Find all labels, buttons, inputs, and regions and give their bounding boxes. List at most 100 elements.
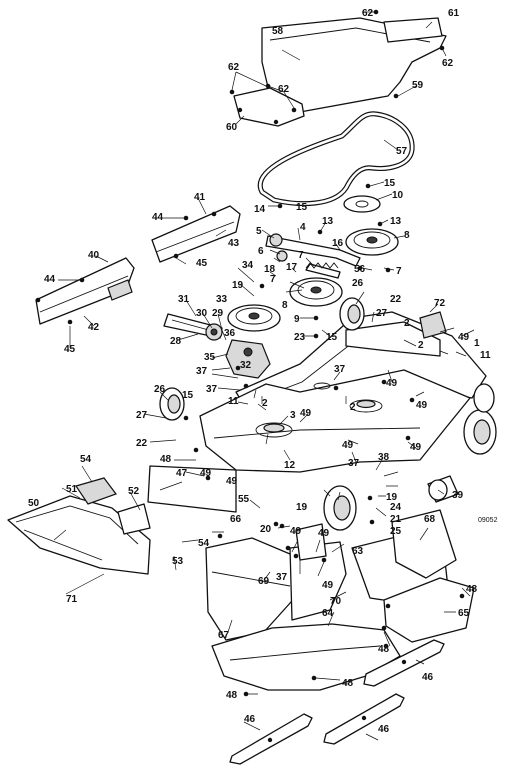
mounting-bracket (295, 523, 327, 561)
callout-60: 60 (226, 122, 238, 133)
spindle-pulley-left (227, 304, 281, 332)
callout-19: 19 (386, 492, 398, 503)
callout-49: 49 (322, 580, 334, 591)
caster-wheel-right (463, 383, 497, 455)
callout-72: 72 (434, 298, 446, 309)
callout-41: 41 (194, 192, 206, 203)
callout-3: 3 (290, 410, 296, 421)
callout-62: 62 (362, 8, 374, 19)
callout-28: 28 (170, 336, 182, 347)
callout-45: 45 (64, 344, 76, 355)
callout-29: 29 (212, 308, 224, 319)
callout-23: 23 (294, 332, 306, 343)
callout-18: 18 (264, 264, 276, 275)
callout-35: 35 (204, 352, 216, 363)
side-shield-upper (151, 205, 241, 263)
callout-5: 5 (256, 226, 262, 237)
baffle-far-right (391, 509, 457, 579)
callout-17: 17 (286, 262, 298, 273)
callout-58: 58 (272, 26, 284, 37)
callout-15: 15 (182, 390, 194, 401)
callout-49: 49 (200, 468, 212, 479)
callout-45: 45 (196, 258, 208, 269)
callout-68: 68 (424, 514, 436, 525)
callout-37: 37 (348, 458, 360, 469)
callout-49: 49 (318, 528, 330, 539)
leader-lines (53, 11, 475, 741)
callout-49: 49 (226, 476, 238, 487)
callout-44: 44 (44, 274, 56, 285)
callout-30: 30 (196, 308, 208, 319)
callout-15: 15 (326, 332, 338, 343)
hardware-fasteners (35, 9, 465, 697)
callout-40: 40 (88, 250, 100, 261)
callout-2: 2 (404, 318, 410, 329)
callout-7: 7 (270, 274, 276, 285)
callout-48: 48 (466, 584, 478, 595)
cover-flap (383, 17, 443, 43)
callout-37: 37 (276, 572, 288, 583)
callout-16: 16 (332, 238, 344, 249)
discharge-chute (7, 477, 151, 575)
spindle-pulley-right (345, 228, 399, 256)
callout-48: 48 (160, 454, 172, 465)
callout-46: 46 (244, 714, 256, 725)
callout-24: 24 (390, 502, 402, 513)
baffle-center (289, 541, 347, 621)
callout-37: 37 (334, 364, 346, 375)
callout-59: 59 (412, 80, 424, 91)
callout-49: 49 (386, 378, 398, 389)
callout-10: 10 (392, 190, 404, 201)
callout-49: 49 (458, 332, 470, 343)
callout-61: 61 (448, 8, 460, 19)
callout-32: 32 (240, 360, 252, 371)
callout-42: 42 (88, 322, 100, 333)
callout-34: 34 (242, 260, 254, 271)
callout-48: 48 (378, 644, 390, 655)
callout-25: 25 (390, 526, 402, 537)
callout-53: 53 (172, 556, 184, 567)
idler-pulley-top (343, 195, 381, 213)
callout-11: 11 (228, 396, 239, 407)
callout-51: 51 (66, 484, 78, 495)
callout-70: 70 (330, 596, 342, 607)
callout-31: 31 (178, 294, 190, 305)
callout-55: 55 (238, 494, 250, 505)
callout-47: 47 (176, 468, 188, 479)
callout-37: 37 (196, 366, 208, 377)
callout-54: 54 (198, 538, 210, 549)
callout-38: 38 (378, 452, 390, 463)
callout-57: 57 (396, 146, 408, 157)
callout-22: 22 (136, 438, 148, 449)
callout-7: 7 (298, 250, 304, 261)
callout-4: 4 (300, 222, 306, 233)
callout-71: 71 (66, 594, 78, 605)
callout-62: 62 (442, 58, 454, 69)
callout-67: 67 (218, 630, 230, 641)
callout-6: 6 (258, 246, 264, 257)
callout-48: 48 (226, 690, 238, 701)
callout-15: 15 (384, 178, 396, 189)
callout-2: 2 (262, 398, 268, 409)
callout-64: 64 (322, 608, 334, 619)
callout-27: 27 (136, 410, 148, 421)
callout-49: 49 (342, 440, 354, 451)
blade-right-upper (363, 639, 445, 687)
callout-54: 54 (80, 454, 92, 465)
callout-49: 49 (410, 442, 422, 453)
deck-crossbar (345, 311, 447, 357)
callout-36: 36 (224, 328, 236, 339)
callout-21: 21 (390, 514, 402, 525)
small-cover-plate (233, 87, 305, 127)
caster-wheel-left (159, 387, 185, 421)
callout-19: 19 (296, 502, 308, 513)
callout-37: 37 (206, 384, 218, 395)
callout-43: 43 (228, 238, 240, 249)
callout-15: 15 (296, 202, 308, 213)
roller (427, 475, 459, 503)
callout-48: 48 (342, 678, 354, 689)
callout-63: 63 (352, 546, 364, 557)
callout-7: 7 (396, 266, 402, 277)
callout-labels: 62 61 62 58 62 62 59 60 57 15 10 14 15 1… (28, 8, 498, 735)
